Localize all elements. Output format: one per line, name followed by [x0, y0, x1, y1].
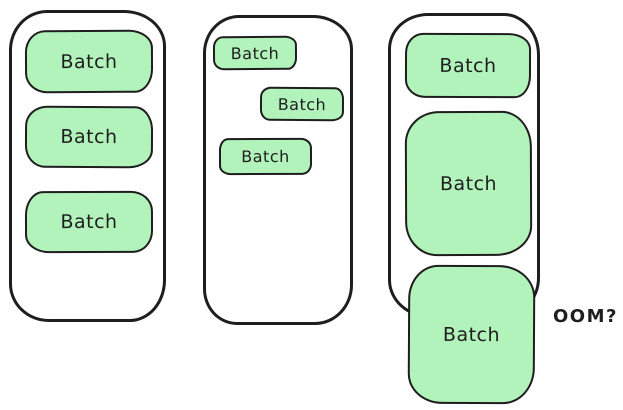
- batch-box: Batch: [404, 32, 532, 99]
- batch-label: Batch: [442, 323, 501, 346]
- memory-container-staggered: Batch Batch Batch: [203, 15, 353, 325]
- batch-box: Batch: [24, 190, 154, 254]
- batch-box: Batch: [212, 35, 298, 71]
- batch-box: Batch: [404, 110, 533, 257]
- batch-label: Batch: [230, 43, 280, 63]
- batch-label: Batch: [241, 146, 290, 167]
- batch-label: Batch: [439, 172, 498, 195]
- oom-annotation: OOM?: [553, 306, 618, 327]
- batch-box: Batch: [218, 137, 313, 176]
- batch-box: Batch: [24, 105, 154, 169]
- memory-container-growing: Batch Batch Batch: [388, 13, 540, 405]
- batch-box: Batch: [24, 29, 154, 94]
- batch-box: Batch: [259, 86, 345, 122]
- batch-label: Batch: [277, 94, 327, 114]
- batch-label: Batch: [60, 210, 118, 234]
- batch-label: Batch: [60, 50, 118, 73]
- batch-label: Batch: [439, 54, 497, 77]
- batch-label: Batch: [60, 125, 118, 149]
- batch-box-overflowing: Batch: [407, 264, 536, 405]
- memory-container-uniform: Batch Batch Batch: [9, 10, 166, 322]
